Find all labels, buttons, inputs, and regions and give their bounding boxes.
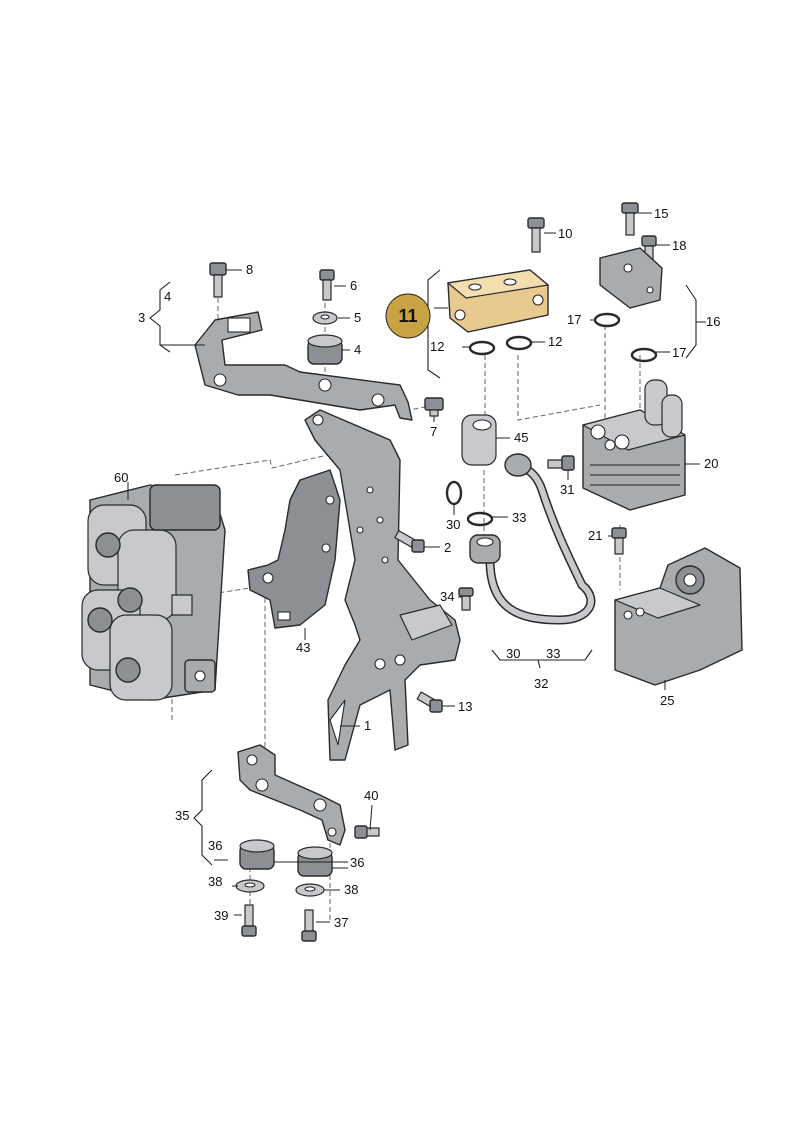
part-20-oil-cooler (582, 379, 686, 511)
callout-32: 32 (534, 676, 548, 691)
callout-4a: 4 (164, 289, 171, 304)
callout-30a: 30 (446, 517, 460, 532)
highlight-badge-label: 11 (398, 306, 417, 326)
callout-12a: 12 (430, 339, 444, 354)
callout-2: 2 (444, 540, 451, 555)
callout-33a: 33 (512, 510, 526, 525)
callout-31: 31 (560, 482, 574, 497)
callout-10: 10 (558, 226, 572, 241)
hardware-items (209, 202, 657, 942)
callout-15: 15 (654, 206, 668, 221)
callout-30b: 30 (506, 646, 520, 661)
callout-20: 20 (704, 456, 718, 471)
callout-25: 25 (660, 693, 674, 708)
callout-45: 45 (514, 430, 528, 445)
part-43-mount-plate (247, 469, 341, 629)
part-60-module-block (81, 484, 226, 701)
callout-1: 1 (364, 718, 371, 733)
highlight-badge-11[interactable]: 11 (385, 293, 431, 339)
part-16-housing (599, 247, 663, 309)
callout-8: 8 (246, 262, 253, 277)
callout-12b: 12 (548, 334, 562, 349)
callout-6: 6 (350, 278, 357, 293)
callout-21: 21 (588, 528, 602, 543)
callout-43: 43 (296, 640, 310, 655)
callout-16: 16 (706, 314, 720, 329)
callout-17a: 17 (567, 312, 581, 327)
callout-braces (149, 269, 706, 866)
callout-38b: 38 (344, 882, 358, 897)
callout-39: 39 (214, 908, 228, 923)
callout-17b: 17 (672, 345, 686, 360)
part-3-upper-bracket (194, 311, 413, 421)
callout-33b: 33 (546, 646, 560, 661)
part-1-main-bracket (304, 409, 461, 761)
callout-4b: 4 (354, 342, 361, 357)
callout-7: 7 (430, 424, 437, 439)
part-11-highlighted-adapter (446, 269, 550, 333)
leader-lines (127, 212, 700, 923)
callout-37: 37 (334, 915, 348, 930)
callout-13: 13 (458, 699, 472, 714)
callout-36a: 36 (208, 838, 222, 853)
callout-34: 34 (440, 589, 454, 604)
callout-35: 35 (175, 808, 189, 823)
callout-36b: 36 (350, 855, 364, 870)
callout-18: 18 (672, 238, 686, 253)
callout-40: 40 (364, 788, 378, 803)
callout-60: 60 (114, 470, 128, 485)
part-45-fitting (461, 414, 497, 466)
part-32-pipe-assembly (469, 453, 596, 625)
callout-labels: 8 6 4 3 5 4 7 2 13 1 40 35 36 36 38 38 3… (114, 206, 720, 930)
callout-5: 5 (354, 310, 361, 325)
part-35-lower-bracket (237, 744, 346, 846)
callout-38a: 38 (208, 874, 222, 889)
part-25-pump-unit (614, 547, 743, 686)
callout-3: 3 (138, 310, 145, 325)
